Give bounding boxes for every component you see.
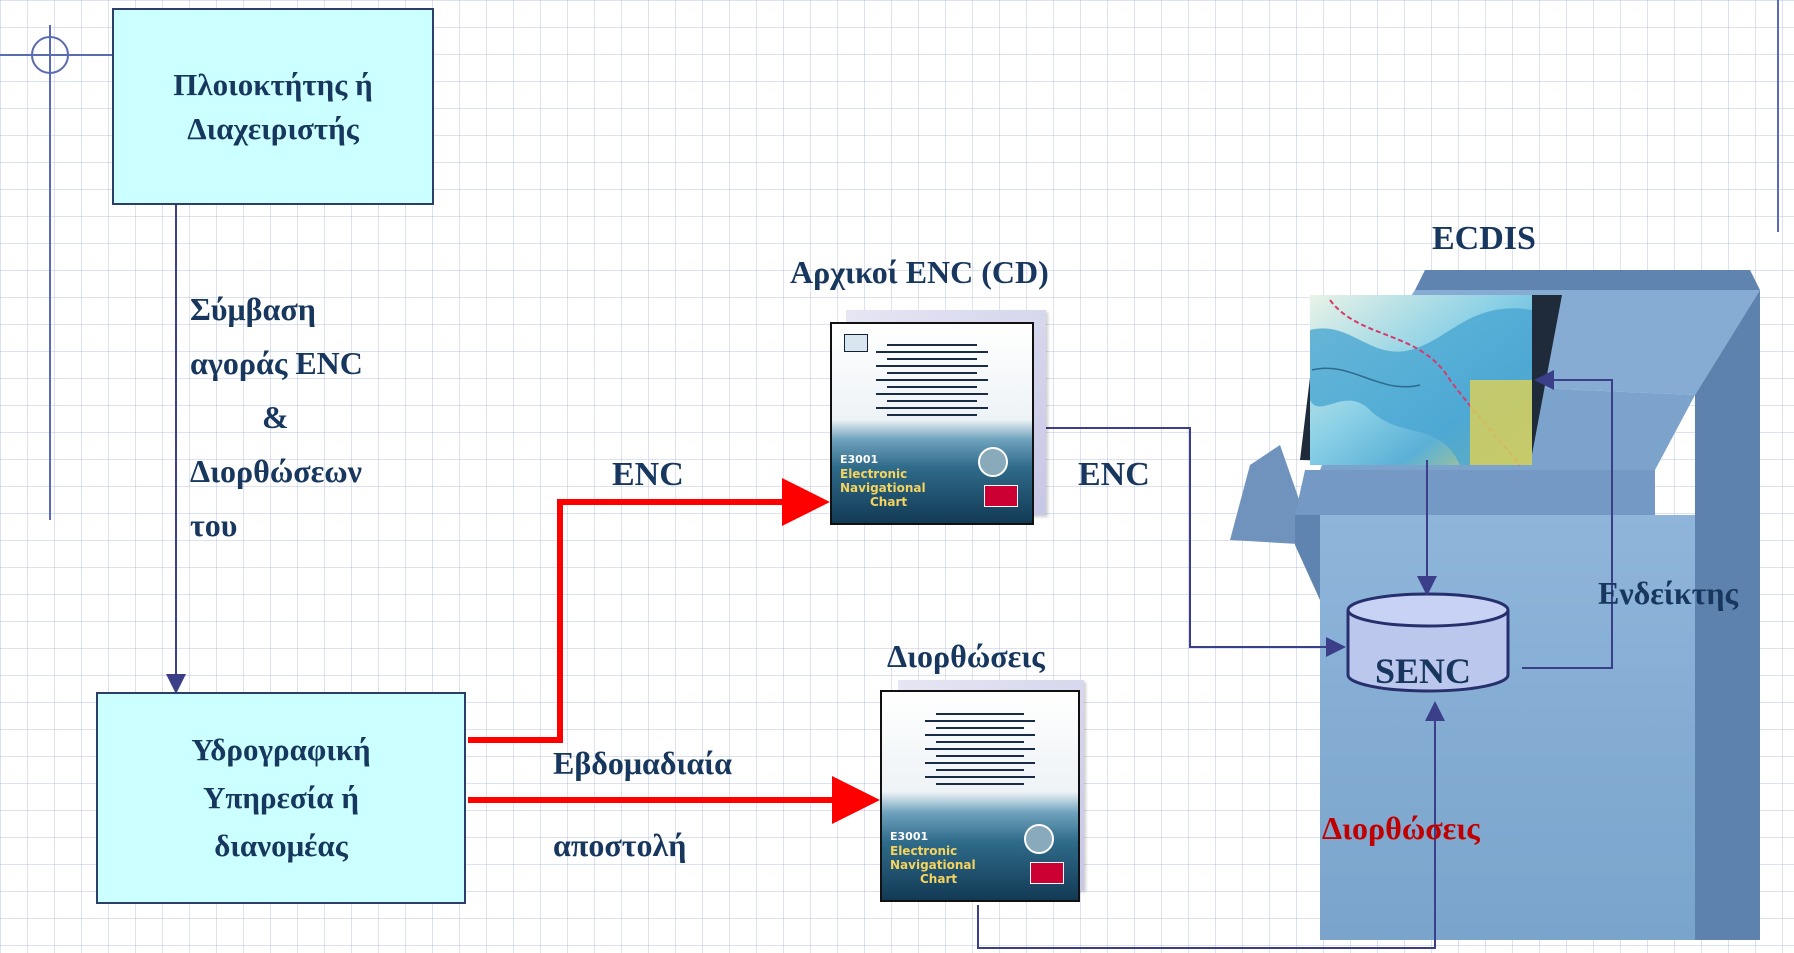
corrections-red-label: Διορθώσεις: [1322, 810, 1480, 846]
cd2-chart-title: E3001 Electronic Navigational Chart: [890, 830, 976, 886]
contract-line2: αγοράς ENC: [190, 345, 363, 381]
cd-code: E3001: [840, 453, 879, 466]
cd-title-line2: Navigational: [840, 481, 926, 495]
weekly-label-line1: Εβδομαδιαία: [553, 745, 732, 781]
enc-cd-cover: E3001 Electronic Navigational Chart: [830, 310, 1050, 525]
contract-line5: του: [190, 507, 238, 543]
cd2-title-line1: Electronic: [890, 844, 958, 858]
contract-line3: &: [262, 399, 289, 435]
enc-cd-front: E3001 Electronic Navigational Chart: [830, 322, 1034, 525]
slide-crosshair: [0, 25, 112, 520]
hydrographic-service-box: Υδρογραφική Υπηρεσία ή διανομέας: [96, 692, 466, 904]
cd2-title-line3: Chart: [920, 872, 958, 886]
cd2-title-line2: Navigational: [890, 858, 976, 872]
cd2-sticker-icon: [1030, 862, 1064, 884]
enc-red-arrow: [468, 478, 830, 743]
cd2-seal-icon: [1024, 824, 1054, 854]
ecdis-screen: [1300, 295, 1562, 466]
corrections-to-senc-arrow: [977, 701, 1445, 949]
indicator-label: Ενδείκτης: [1598, 575, 1739, 611]
enc-to-senc-arrow: [1035, 427, 1346, 657]
cd-chart-title: E3001 Electronic Navigational Chart: [840, 453, 926, 509]
cd-sticker-icon: [984, 485, 1018, 507]
cd-seal-icon: [978, 447, 1008, 477]
cd2-code: E3001: [890, 830, 929, 843]
contract-line4: Διορθώσεων: [190, 453, 362, 489]
cd-badge-icon: [844, 334, 868, 352]
hydro-line2: Υπηρεσία ή: [203, 780, 359, 815]
ecdis-label: ECDIS: [1432, 220, 1536, 257]
cd2-text-lines: [925, 712, 1035, 790]
hydro-line1: Υδρογραφική: [191, 732, 371, 767]
owner-line2: Διαχειριστής: [187, 110, 359, 146]
contract-line1: Σύμβαση: [190, 291, 316, 327]
weekly-label-line2: αποστολή: [553, 827, 687, 863]
cd-title-line3: Chart: [870, 495, 908, 509]
enc-arrow-label: ENC: [612, 456, 684, 493]
enc-to-senc-label: ENC: [1078, 456, 1150, 493]
corrections-cd-front: E3001 Electronic Navigational Chart: [880, 690, 1080, 902]
senc-database-icon: [1346, 592, 1510, 693]
original-enc-cd-label: Αρχικοί ENC (CD): [790, 254, 1049, 290]
owner-box: Πλοιοκτήτης ή Διαχειριστής: [112, 8, 434, 205]
corrections-cd-cover: E3001 Electronic Navigational Chart: [880, 680, 1085, 905]
cd-title-line1: Electronic: [840, 467, 908, 481]
corrections-cd-label: Διορθώσεις: [887, 638, 1045, 674]
indicator-feedback-arrow: [1522, 370, 1613, 669]
owner-line1: Πλοιοκτήτης ή: [173, 66, 373, 102]
contract-label: Σύμβαση αγοράς ENC & Διορθώσεων του: [190, 282, 363, 552]
cd-text-lines: [876, 343, 988, 421]
hydro-line3: διανομέας: [214, 828, 348, 863]
senc-label: SENC: [1375, 651, 1472, 691]
